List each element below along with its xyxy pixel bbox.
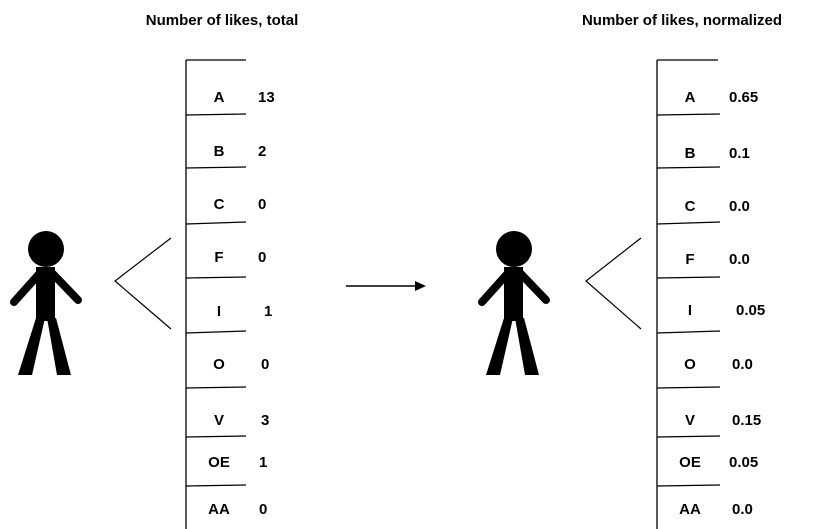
bracket-right (585, 237, 642, 330)
arrow-right-icon (346, 281, 426, 291)
row-value: 0.0 (729, 251, 750, 268)
row-label: I (217, 303, 221, 320)
ladder-left (185, 59, 247, 529)
rows-left: A 13 B 2 C 0 F 0 I 1 O 0 V 3 OE 1 AA 0 (208, 89, 275, 518)
row-value: 13 (258, 89, 275, 106)
right-panel-title: Number of likes, normalized (582, 12, 782, 29)
row-value: 0.0 (732, 501, 753, 518)
person-icon (478, 231, 550, 375)
row-value: 1 (259, 454, 267, 471)
row-label: I (688, 302, 692, 319)
row-label: OE (208, 454, 230, 471)
row-label: F (214, 249, 223, 266)
row-label: A (214, 89, 225, 106)
row-value: 0.05 (736, 302, 765, 319)
row-label: O (213, 356, 225, 373)
row-value: 0.15 (732, 412, 761, 429)
row-label: V (685, 412, 695, 429)
row-label: AA (208, 501, 230, 518)
row-label: O (684, 356, 696, 373)
bracket-left (114, 237, 172, 330)
row-value: 0.0 (729, 198, 750, 215)
row-label: B (685, 145, 696, 162)
person-icon (10, 231, 82, 375)
row-label: AA (679, 501, 701, 518)
left-panel-title: Number of likes, total (146, 12, 299, 29)
row-value: 0.0 (732, 356, 753, 373)
row-value: 3 (261, 412, 269, 429)
row-label: OE (679, 454, 701, 471)
row-value: 0 (261, 356, 269, 373)
row-value: 0 (259, 501, 267, 518)
row-value: 0 (258, 196, 266, 213)
row-label: B (214, 143, 225, 160)
ladder-right (656, 59, 721, 529)
rows-right: A 0.65 B 0.1 C 0.0 F 0.0 I 0.05 O 0.0 V … (679, 89, 765, 518)
row-value: 2 (258, 143, 266, 160)
row-value: 0.05 (729, 454, 758, 471)
row-value: 0.1 (729, 145, 750, 162)
row-label: C (685, 198, 696, 215)
row-label: F (685, 251, 694, 268)
row-label: C (214, 196, 225, 213)
row-value: 1 (264, 303, 272, 320)
row-label: V (214, 412, 224, 429)
row-value: 0 (258, 249, 266, 266)
row-label: A (685, 89, 696, 106)
row-value: 0.65 (729, 89, 758, 106)
